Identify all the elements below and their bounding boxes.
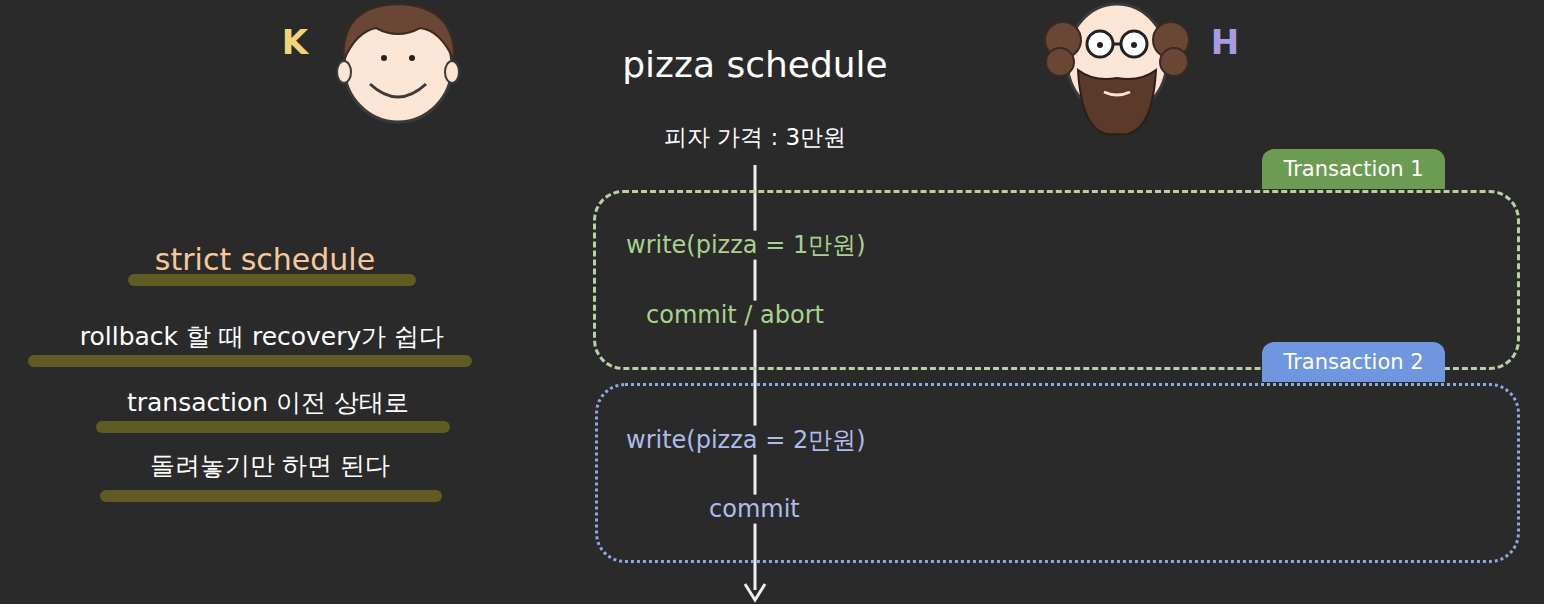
timeline [754, 165, 757, 590]
person-label: K [282, 22, 308, 63]
note-text: rollback 할 때 recovery가 쉽다 [80, 322, 445, 352]
timeline-arrowhead [745, 584, 765, 600]
person-label: H [1211, 22, 1239, 63]
h-face [1045, 4, 1189, 134]
highlight-bar [96, 421, 450, 433]
transaction-end: commit [703, 495, 806, 524]
note-text: transaction 이전 상태로 [127, 388, 409, 418]
highlight-bar [100, 490, 442, 502]
section-heading: strict schedule [155, 242, 375, 278]
diagram-title: pizza schedule [622, 43, 887, 86]
write-operation: write(pizza = 2만원) [620, 426, 872, 455]
transaction-tab: Transaction 2 [1262, 342, 1445, 382]
k-face [337, 4, 459, 122]
transaction-tab: Transaction 1 [1262, 149, 1445, 189]
transaction-end: commit / abort [640, 301, 830, 330]
highlight-bar [28, 355, 472, 367]
note-text: 돌려놓기만 하면 된다 [150, 451, 391, 481]
initial-value: 피자 가격 : 3만원 [658, 124, 852, 152]
write-operation: write(pizza = 1만원) [620, 231, 872, 260]
transaction-box: Transaction 2write(pizza = 2만원)commit [595, 383, 1520, 563]
